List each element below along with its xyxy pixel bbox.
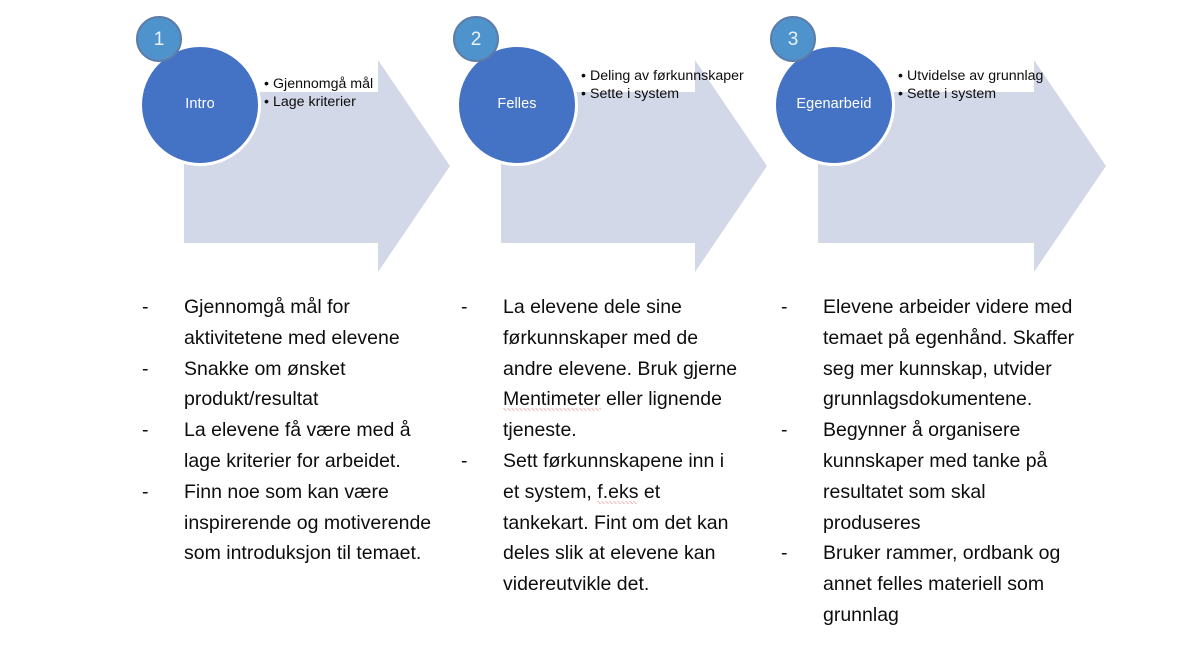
step-bullet: Utvidelse av grunnlag — [898, 68, 1083, 86]
step-bullet: Sette i system — [898, 86, 1083, 104]
detail-list-item: - Finn noe som kan være inspirerende og … — [136, 477, 436, 569]
detail-list-item: - Begynner å organisere kunnskaper med t… — [775, 415, 1075, 538]
step-bullet: Sette i system — [581, 86, 756, 104]
spellcheck-word: Mentimeter — [503, 388, 601, 412]
detail-text: Begynner å organisere kunnskaper med tan… — [823, 419, 1048, 534]
detail-text: Gjennomgå mål for aktivitetene med eleve… — [184, 296, 400, 349]
detail-list-item: - La elevene dele sine førkunnskaper med… — [455, 292, 745, 446]
step-badge-2[interactable]: 2 — [453, 16, 499, 62]
step-circle-label: Egenarbeid — [796, 96, 872, 113]
step-badge-number: 2 — [470, 28, 482, 50]
detail-dash: - — [142, 296, 149, 318]
detail-dash: - — [142, 419, 149, 442]
detail-text: Bruker rammer, ordbank og annet felles m… — [823, 542, 1061, 626]
step-badge-number: 1 — [153, 28, 165, 50]
step-bullet: Gjennomgå mål — [264, 76, 439, 94]
detail-dash: - — [461, 449, 468, 472]
step-bullets-2: Deling av førkunnskaper Sette i system — [581, 68, 756, 103]
detail-dash: - — [461, 296, 468, 318]
step-bullets-3: Utvidelse av grunnlag Sette i system — [898, 68, 1083, 103]
detail-list-item: - Snakke om ønsket produkt/resultat — [136, 354, 436, 416]
step-circle-3[interactable]: Egenarbeid — [773, 44, 895, 166]
detail-list-item: - Sett førkunnskapene inn i et system, f… — [455, 446, 745, 600]
detail-dash: - — [142, 357, 149, 380]
step-circle-label: Felles — [497, 96, 537, 113]
detail-column-3: - Elevene arbeider videre med temaet på … — [775, 292, 1075, 631]
detail-list-item: - Bruker rammer, ordbank og annet felles… — [775, 538, 1075, 630]
step-bullets-1: Gjennomgå mål Lage kriterier — [264, 76, 439, 111]
step-circle-label: Intro — [185, 96, 215, 113]
detail-list-item: - Elevene arbeider videre med temaet på … — [775, 292, 1075, 415]
step-group-3[interactable]: 3 Egenarbeid Utvidelse av grunnlag Sette… — [770, 0, 1106, 290]
step-bullet: Lage kriterier — [264, 94, 439, 112]
detail-text: Elevene arbeider videre med temaet på eg… — [823, 296, 1075, 411]
step-badge-number: 3 — [787, 28, 799, 50]
step-badge-3[interactable]: 3 — [770, 16, 816, 62]
detail-list-item: - La elevene få være med å lage kriterie… — [136, 415, 436, 477]
detail-dash: - — [781, 419, 788, 442]
spellcheck-word: f.eks — [597, 480, 639, 504]
detail-dash: - — [781, 542, 788, 565]
step-circle-1[interactable]: Intro — [139, 44, 261, 166]
step-group-2[interactable]: 2 Felles Deling av førkunnskaper Sette i… — [453, 0, 773, 290]
detail-dash: - — [781, 296, 788, 318]
step-bullet: Deling av førkunnskaper — [581, 68, 756, 86]
detail-text: La elevene få være med å lage kriterier … — [184, 419, 411, 472]
detail-column-2: - La elevene dele sine førkunnskaper med… — [455, 292, 745, 600]
detail-list-item: - Gjennomgå mål for aktivitetene med ele… — [136, 292, 436, 354]
detail-text: Snakke om ønsket produkt/resultat — [184, 357, 346, 411]
step-group-1[interactable]: 1 Intro Gjennomgå mål Lage kriterier — [136, 0, 456, 290]
detail-text: Finn noe som kan være inspirerende og mo… — [184, 480, 432, 565]
detail-column-1: - Gjennomgå mål for aktivitetene med ele… — [136, 292, 436, 569]
step-circle-2[interactable]: Felles — [456, 44, 578, 166]
detail-dash: - — [142, 480, 149, 503]
detail-text-spellchecked: La elevene dele sine førkunnskaper med d… — [503, 296, 738, 442]
detail-text-spellchecked: Sett førkunnskapene inn i et system, f.e… — [503, 449, 729, 596]
step-badge-1[interactable]: 1 — [136, 16, 182, 62]
